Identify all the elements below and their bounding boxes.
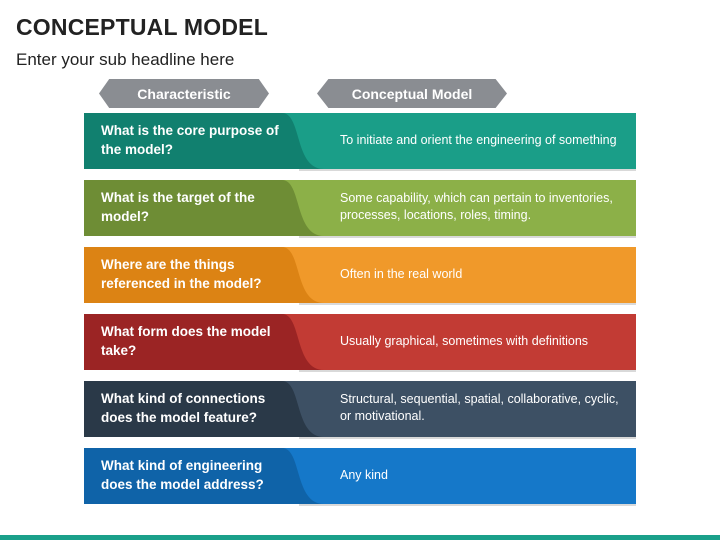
row-1: What is the core purpose of the model? To… — [84, 113, 636, 173]
row-shape — [84, 113, 636, 171]
bottom-accent-bar — [0, 535, 720, 540]
row-shape — [84, 314, 636, 372]
row-shape — [84, 381, 636, 439]
row-answer: Some capability, which can pertain to in… — [340, 191, 613, 222]
row-4: What form does the model take? Usually gr… — [84, 314, 636, 374]
row-question: What kind of engineering does the model … — [101, 458, 264, 492]
row-band-dark — [84, 381, 324, 437]
header-characteristic: Characteristic — [99, 79, 269, 108]
row-band-dark — [84, 180, 324, 236]
row-answer: Any kind — [340, 467, 388, 482]
row-question: What kind of connections does the model … — [101, 391, 266, 425]
row-question: What form does the model take? — [101, 324, 271, 358]
row-answer: Often in the real world — [340, 266, 463, 281]
row-band-dark — [84, 113, 324, 169]
row-3: Where are the things referenced in the m… — [84, 247, 636, 307]
row-answer: Structural, sequential, spatial, collabo… — [340, 392, 619, 423]
row-answer: To initiate and orient the engineering o… — [340, 132, 617, 147]
row-shape — [84, 448, 636, 506]
row-band-dark — [84, 314, 324, 370]
row-shape — [84, 247, 636, 305]
row-band-dark — [84, 247, 324, 303]
row-band-dark — [84, 448, 324, 504]
row-question: What is the target of the model? — [101, 190, 255, 224]
row-2: What is the target of the model? Some cap… — [84, 180, 636, 240]
row-question: What is the core purpose of the model? — [101, 123, 279, 157]
row-5: What kind of connections does the model … — [84, 381, 636, 441]
page-title: CONCEPTUAL MODEL — [16, 14, 268, 40]
row-answer: Usually graphical, sometimes with defini… — [340, 333, 589, 348]
page-subtitle: Enter your sub headline here — [16, 50, 235, 69]
header-conceptual-model: Conceptual Model — [317, 79, 507, 108]
row-question: Where are the things referenced in the m… — [101, 257, 262, 291]
row-shape — [84, 180, 636, 238]
row-6: What kind of engineering does the model … — [84, 448, 636, 508]
